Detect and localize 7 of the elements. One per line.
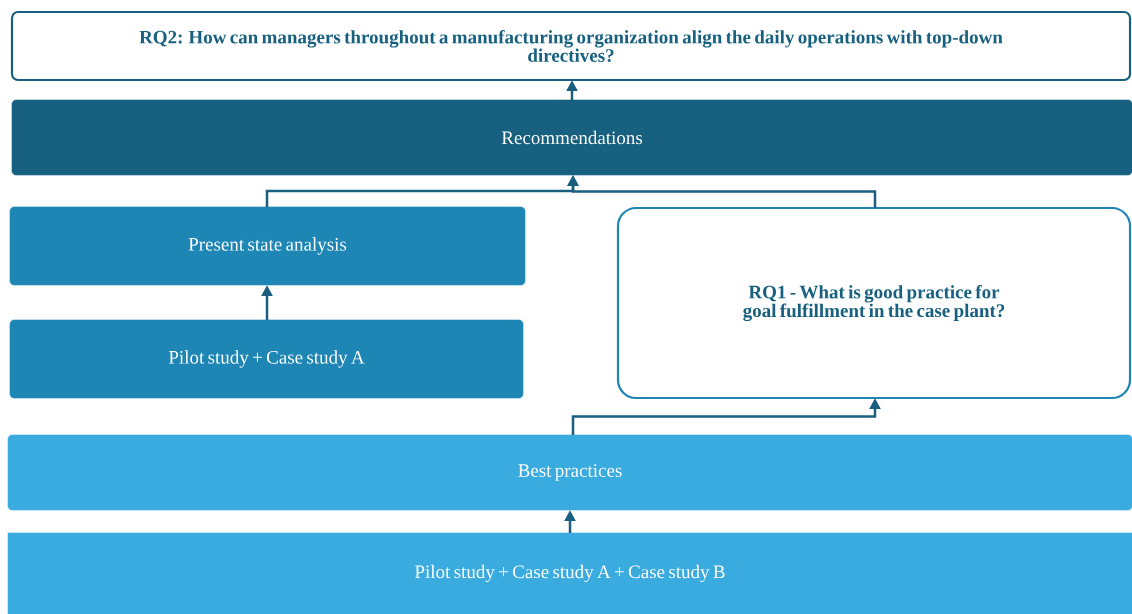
process-box: Best practices xyxy=(7,434,1132,511)
process-box: Recommendations xyxy=(11,99,1132,176)
process-box: Present state analysis xyxy=(9,206,526,286)
question-box: RQ1 - What is good practice for goal fulfillment in the case plant? xyxy=(616,206,1132,400)
question-box: RQ2: How can managers throughout a manufacturing organization align the daily operations with top-down directives? xyxy=(10,10,1132,82)
process-box: Pilot study + Case study A xyxy=(9,319,524,399)
process-box: Pilot study + Case study A + Case study B xyxy=(7,532,1132,614)
